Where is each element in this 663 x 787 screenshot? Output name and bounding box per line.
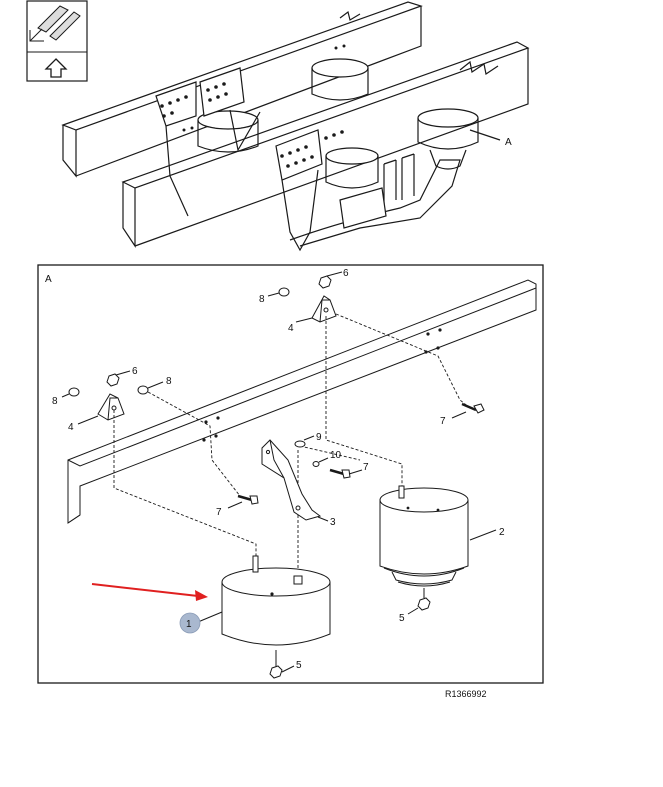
up-arrow-icon (44, 58, 68, 78)
bracket-4-left (97, 393, 125, 421)
detail-frame (37, 264, 544, 684)
air-spring-1 (221, 555, 331, 668)
nut-5-bottom (269, 665, 295, 679)
bolt-7-mid (329, 468, 363, 479)
overview-frame (61, 1, 530, 252)
callout-1-highlight (179, 612, 201, 634)
truck-silhouette-icon (29, 5, 81, 42)
callout-1: 1 (186, 619, 192, 630)
detail-label-a: A (45, 274, 52, 285)
callout-4-left: 4 (68, 422, 74, 433)
callout-5-right: 5 (399, 613, 405, 624)
callout-7-mid: 7 (363, 462, 369, 473)
callout-4-upper: 4 (288, 323, 294, 334)
callout-10: 10 (330, 450, 342, 461)
callout-6-left: 6 (132, 366, 138, 377)
callout-6-upper: 6 (343, 268, 349, 279)
bolt-7-left (227, 494, 259, 509)
callout-5-bottom: 5 (296, 660, 302, 671)
callout-2: 2 (499, 527, 505, 538)
nut-5-right (407, 588, 431, 615)
bolt-8-left (61, 387, 80, 398)
callout-8-mid: 8 (166, 376, 172, 387)
frame-rail (67, 279, 537, 524)
callout-9: 9 (316, 432, 322, 443)
detail-drawing (61, 271, 537, 679)
nut-6-left (106, 370, 131, 387)
callout-7-right: 7 (440, 416, 446, 427)
orientation-icon (26, 0, 88, 82)
overview-callout-a: A (505, 137, 512, 148)
callout-7-left: 7 (216, 507, 222, 518)
bolt-7-right (451, 402, 485, 419)
callout-8-left: 8 (52, 396, 58, 407)
bolt-8-upper (267, 287, 290, 297)
figure-reference: R1366992 (445, 689, 487, 699)
bracket-4-upper (311, 295, 337, 323)
callout-3: 3 (330, 517, 336, 528)
nut-6-upper (318, 271, 343, 289)
red-pointer-arrow-icon (91, 583, 208, 601)
bracket-3 (261, 435, 329, 522)
washer-10 (312, 457, 329, 467)
air-spring-2 (379, 485, 497, 587)
callout-8-upper: 8 (259, 294, 265, 305)
bolt-8-mid (137, 381, 164, 395)
